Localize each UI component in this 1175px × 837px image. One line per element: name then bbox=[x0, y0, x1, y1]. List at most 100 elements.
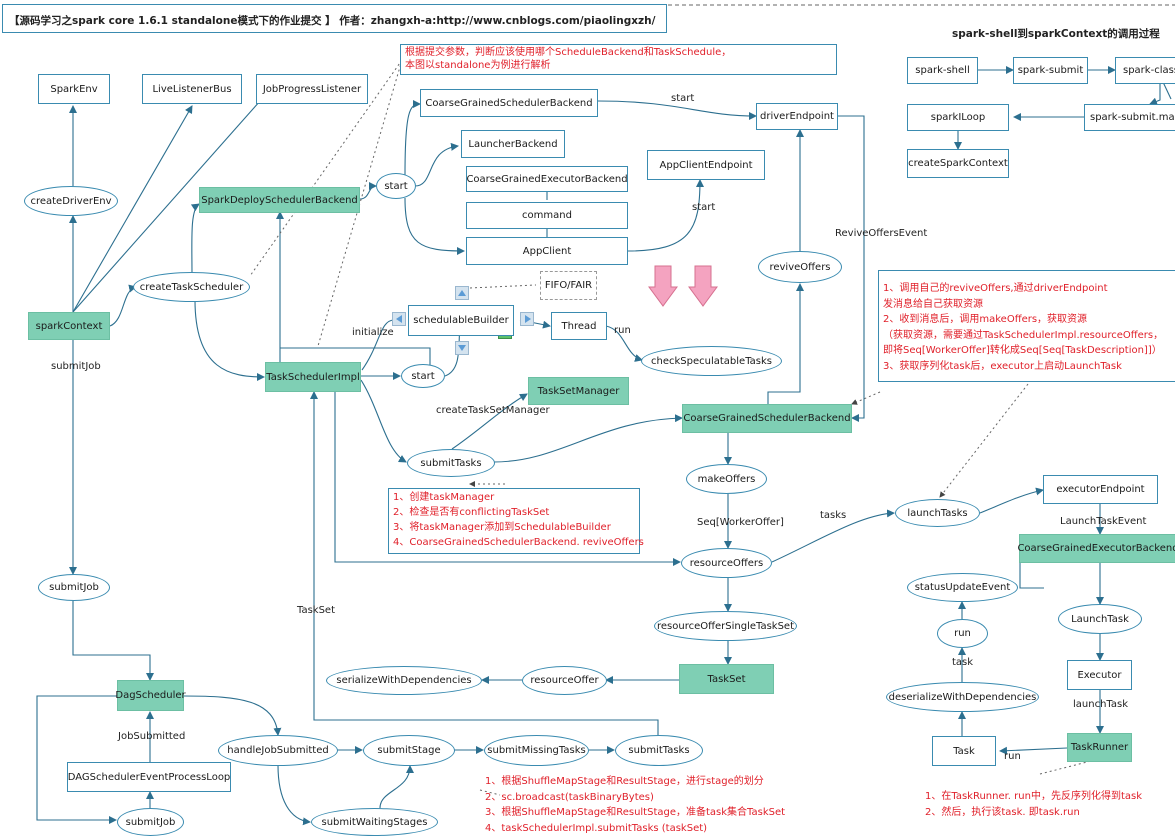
note-stage-line: 2、sc.broadcast(taskBinaryBytes) bbox=[485, 791, 654, 803]
edge-label-seq-worker-offer: Seq[WorkerOffer] bbox=[697, 517, 784, 528]
arrow-up-icon bbox=[455, 286, 469, 300]
node-executor-endpoint[interactable]: executorEndpoint bbox=[1043, 475, 1158, 504]
node-task-set[interactable]: TaskSet bbox=[679, 664, 774, 694]
note-submit-line: 1、创建taskManager bbox=[393, 492, 495, 503]
node-start-2[interactable]: start bbox=[401, 364, 445, 388]
note-stage-line: 4、taskSchedulerImpl.submitTasks (taskSet… bbox=[485, 822, 708, 834]
node-spark-submit-main[interactable]: spark-submit.main bbox=[1084, 104, 1175, 131]
node-spark-env[interactable]: SparkEnv bbox=[38, 74, 110, 104]
node-submit-tasks-1[interactable]: submitTasks bbox=[407, 449, 495, 477]
node-coarse-executor-backend-box[interactable]: CoarseGrainedExecutorBackend bbox=[466, 166, 628, 192]
node-spark-submit[interactable]: spark-submit bbox=[1013, 57, 1088, 84]
node-create-spark-context[interactable]: createSparkContext bbox=[907, 149, 1009, 178]
node-spark-deploy-scheduler-backend[interactable]: SparkDeploySchedulerBackend bbox=[199, 187, 360, 213]
node-fifo-fair[interactable]: FIFO/FAIR bbox=[540, 271, 597, 300]
edge-label-task-set: TaskSet bbox=[297, 605, 336, 616]
node-live-listener-bus[interactable]: LiveListenerBus bbox=[142, 74, 242, 104]
edge-label-launch-task-event: LaunchTaskEvent bbox=[1060, 516, 1147, 527]
arrow-right-icon bbox=[520, 312, 534, 326]
edge-label-create-task-set-manager: createTaskSetManager bbox=[436, 405, 550, 416]
note-revive-line: 发消息给自己获取资源 bbox=[883, 298, 983, 310]
note-runner: 1、在TaskRunner. run中，先反序列化得到task 2、然后，执行该… bbox=[925, 789, 1142, 820]
node-thread[interactable]: Thread bbox=[551, 312, 607, 340]
note-stage-line: 1、根据ShuffleMapStage和ResultStage，进行stage的… bbox=[485, 776, 764, 787]
note-runner-line: 1、在TaskRunner. run中，先反序列化得到task bbox=[925, 791, 1142, 802]
node-make-offers[interactable]: makeOffers bbox=[686, 464, 767, 494]
node-run[interactable]: run bbox=[937, 619, 988, 648]
note-top: 根据提交参数，判断应该使用哪个ScheduleBackend和TaskSched… bbox=[400, 44, 837, 75]
node-submit-waiting-stages[interactable]: submitWaitingStages bbox=[311, 808, 438, 836]
node-resource-offers[interactable]: resourceOffers bbox=[681, 548, 772, 578]
node-resource-offer[interactable]: resourceOffer bbox=[522, 666, 607, 695]
note-revive-line: 2、收到消息后，调用makeOffers，获取资源 bbox=[883, 314, 1088, 325]
edge-label-run: run bbox=[614, 325, 631, 336]
note-stage: 1、根据ShuffleMapStage和ResultStage，进行stage的… bbox=[485, 774, 785, 836]
node-task-scheduler-impl[interactable]: TaskSchedulerImpl bbox=[265, 362, 361, 392]
note-top-line: 根据提交参数，判断应该使用哪个ScheduleBackend和TaskSched… bbox=[405, 47, 732, 58]
note-runner-line: 2、然后，执行该task. 即task.run bbox=[925, 806, 1080, 818]
node-handle-job-submitted[interactable]: handleJobSubmitted bbox=[218, 735, 338, 766]
node-coarse-backend-mid[interactable]: CoarseGrainedSchedulerBackend bbox=[682, 404, 852, 433]
big-down-arrow-icon bbox=[648, 265, 678, 307]
node-app-client-endpoint[interactable]: AppClientEndpoint bbox=[647, 150, 765, 180]
node-create-task-scheduler[interactable]: createTaskScheduler bbox=[133, 272, 250, 302]
node-coarse-backend-top[interactable]: CoarseGrainedSchedulerBackend bbox=[420, 89, 598, 117]
big-down-arrow-icon bbox=[688, 265, 718, 307]
node-task-set-manager[interactable]: TaskSetManager bbox=[528, 377, 629, 405]
node-driver-endpoint[interactable]: driverEndpoint bbox=[756, 103, 838, 130]
node-deserialize-with-dependencies[interactable]: deserializeWithDependencies bbox=[886, 682, 1039, 712]
node-check-speculatable-tasks[interactable]: checkSpeculatableTasks bbox=[641, 346, 782, 376]
note-revive-line: 3、获取序列化task后，executor上启动LaunchTask bbox=[883, 360, 1122, 372]
node-submit-stage[interactable]: submitStage bbox=[363, 735, 455, 766]
edge-label-submit-job: submitJob bbox=[51, 361, 101, 372]
edge-label-job-submitted: JobSubmitted bbox=[118, 731, 186, 742]
node-coarse-executor-backend[interactable]: CoarseGrainedExecutorBackend bbox=[1017, 534, 1175, 563]
edge-label-start: start bbox=[671, 93, 695, 104]
node-launch-task[interactable]: LaunchTask bbox=[1058, 604, 1142, 634]
node-status-update-event[interactable]: statusUpdateEvent bbox=[907, 573, 1018, 602]
diagram-title: 【源码学习之spark core 1.6.1 standalone模式下的作业提… bbox=[2, 4, 667, 33]
node-schedulable-builder[interactable]: schedulableBuilder bbox=[408, 305, 514, 336]
node-launch-tasks[interactable]: launchTasks bbox=[895, 499, 980, 527]
node-command[interactable]: command bbox=[466, 202, 628, 229]
edge-label-run: run bbox=[1004, 751, 1021, 762]
node-submit-job-2[interactable]: submitJob bbox=[117, 808, 184, 836]
note-submit-line: 4、CoarseGrainedSchedulerBackend. reviveO… bbox=[393, 537, 644, 548]
node-submit-job-1[interactable]: submitJob bbox=[38, 574, 110, 601]
node-task[interactable]: Task bbox=[932, 736, 996, 766]
note-submit: 1、创建taskManager 2、检查是否有conflictingTaskSe… bbox=[388, 488, 644, 554]
node-launcher-backend[interactable]: LauncherBackend bbox=[461, 130, 565, 158]
node-executor[interactable]: Executor bbox=[1067, 660, 1132, 690]
node-resource-offer-single-task-set[interactable]: resourceOfferSingleTaskSet bbox=[654, 611, 797, 641]
note-submit-line: 2、检查是否有conflictingTaskSet bbox=[393, 507, 550, 518]
node-serialize-with-dependencies[interactable]: serializeWithDependencies bbox=[326, 666, 482, 695]
edge-label-start: start bbox=[692, 202, 716, 213]
edge-label-revive-offers-event: ReviveOffersEvent bbox=[835, 228, 928, 239]
note-submit-line: 3、将taskManager添加到SchedulableBuilder bbox=[393, 522, 611, 533]
node-submit-tasks-2[interactable]: submitTasks bbox=[615, 735, 703, 766]
node-task-runner[interactable]: TaskRunner bbox=[1067, 733, 1132, 762]
note-revive: 1、调用自己的reviveOffers,通过driverEndpoint 发消息… bbox=[878, 270, 1175, 382]
node-app-client[interactable]: AppClient bbox=[466, 237, 628, 265]
node-submit-missing-tasks[interactable]: submitMissingTasks bbox=[484, 735, 589, 766]
note-revive-line: （获取资源，需要通过TaskSchedulerImpl.resourceOffe… bbox=[883, 329, 1164, 341]
note-top-line: 本图以standalone为例进行解析 bbox=[405, 60, 551, 71]
node-spark-class[interactable]: spark-class bbox=[1115, 57, 1175, 84]
arrow-left-icon bbox=[392, 312, 406, 326]
node-job-progress-listener[interactable]: JobProgressListener bbox=[256, 74, 368, 104]
edge-label-initialize: initialize bbox=[352, 327, 394, 338]
node-spark-iloop[interactable]: sparkILoop bbox=[907, 104, 1009, 131]
node-spark-context[interactable]: sparkContext bbox=[28, 312, 110, 340]
edge-label-tasks: tasks bbox=[820, 510, 847, 521]
right-flow-title: spark-shell到sparkContext的调用过程 bbox=[952, 28, 1160, 40]
edge-label-launch-task: launchTask bbox=[1073, 699, 1128, 710]
node-spark-shell[interactable]: spark-shell bbox=[907, 57, 978, 84]
note-revive-line: 1、调用自己的reviveOffers,通过driverEndpoint bbox=[883, 283, 1108, 294]
note-revive-line: 即将Seq[WorkerOffer]转化成Seq[Seq[TaskDescrip… bbox=[883, 345, 1162, 356]
node-dag-scheduler[interactable]: DagScheduler bbox=[115, 680, 186, 711]
node-dag-event-loop[interactable]: DAGSchedulerEventProcessLoop bbox=[67, 762, 231, 792]
node-start-1[interactable]: start bbox=[376, 173, 416, 199]
node-create-driver-env[interactable]: createDriverEnv bbox=[24, 186, 118, 216]
note-stage-line: 3、根据ShuffleMapStage和ResultStage，准备task集合… bbox=[485, 807, 786, 818]
node-revive-offers[interactable]: reviveOffers bbox=[758, 251, 842, 283]
